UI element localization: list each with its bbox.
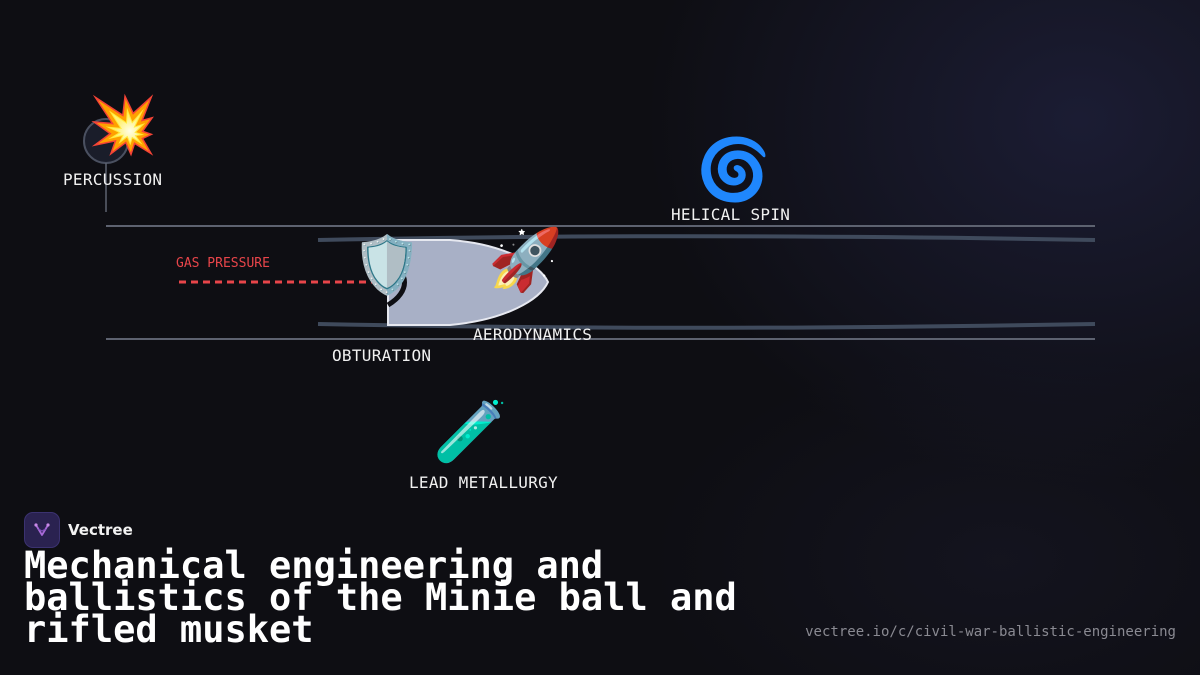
- rocket-icon: 🚀: [488, 225, 563, 295]
- lead-metallurgy-label: LEAD METALLURGY: [409, 473, 558, 492]
- vectree-logo-icon: [24, 512, 60, 548]
- gas-pressure-label: GAS PRESSURE: [176, 256, 270, 271]
- cyclone-icon: 🌀: [696, 135, 771, 205]
- helical-spin-label: HELICAL SPIN: [671, 205, 791, 224]
- explosion-icon: 💥: [88, 93, 158, 158]
- source-url: vectree.io/c/civil-war-ballistic-enginee…: [805, 624, 1176, 640]
- minie-ball-bullet: [387, 239, 550, 326]
- shield-icon: 🛡️: [352, 233, 422, 298]
- obturation-label: OBTURATION: [332, 346, 432, 365]
- page-title: Mechanical engineering and ballistics of…: [24, 544, 737, 651]
- percussion-label: PERCUSSION: [63, 170, 163, 189]
- brand-name: Vectree: [68, 521, 133, 539]
- rifling-groove-top: [317, 234, 1096, 242]
- test-tube-icon: 🧪: [433, 397, 508, 467]
- aerodynamics-label: AERODYNAMICS: [473, 325, 593, 344]
- brand: Vectree: [24, 512, 133, 548]
- bullet-base-cavity: [386, 259, 407, 308]
